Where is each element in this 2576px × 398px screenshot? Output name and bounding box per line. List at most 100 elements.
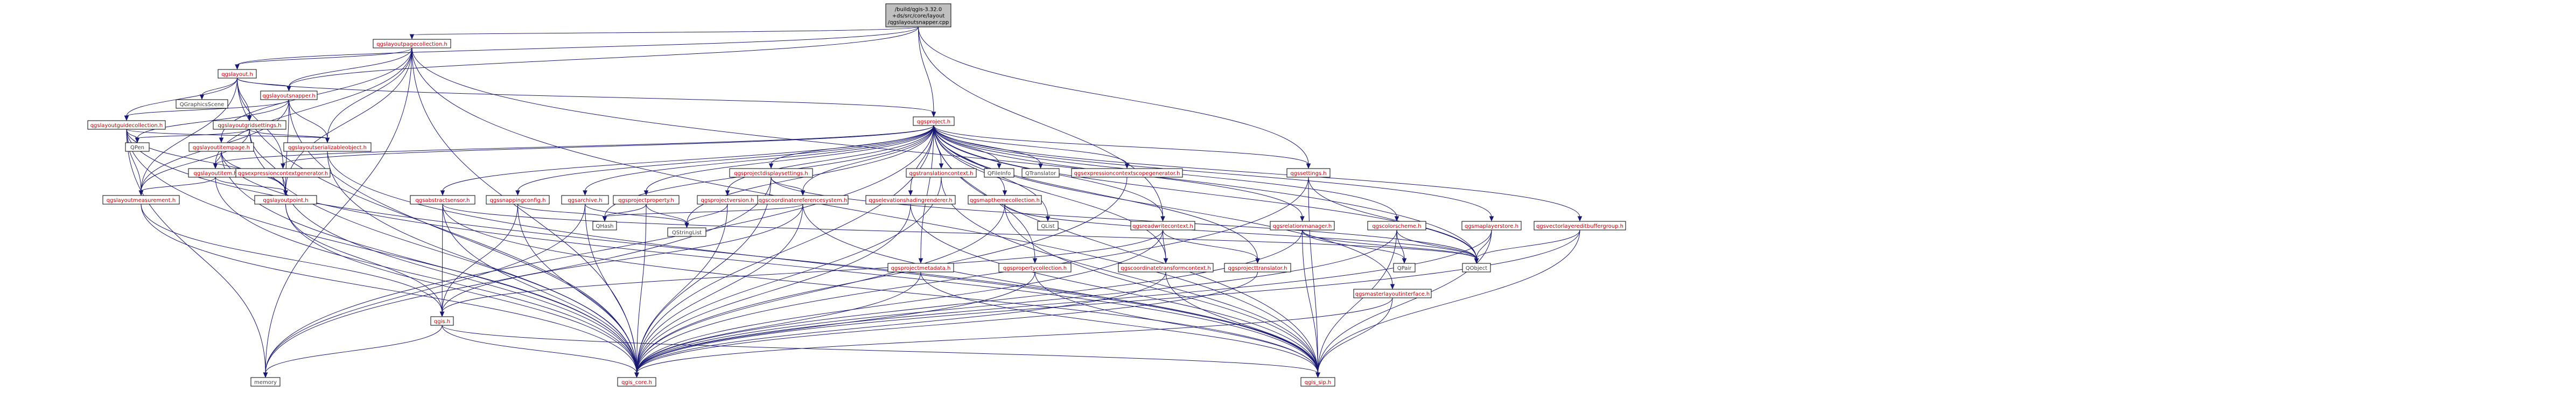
node-box [561, 195, 609, 205]
node-layoutpoint[interactable]: qgslayoutpoint.h [254, 195, 317, 205]
edge-layout-to-gridsettings [237, 78, 250, 117]
node-guidecoll[interactable]: qgslayoutguidecollection.h [87, 120, 166, 130]
edge-exprctxscopegen-to-qgis_core [636, 177, 1128, 374]
node-label: qgscoordinatereferencesystem.h [759, 198, 848, 204]
node-propertycoll[interactable]: qgspropertycollection.h [998, 263, 1072, 273]
node-maplayerstore[interactable]: qgsmaplayerstore.h [1461, 221, 1522, 231]
edge-readwritectx-to-projecttranslator [1163, 229, 1258, 260]
edge-serializable-to-qgis_core [327, 151, 637, 374]
arrowhead-layoutitem-to-layoutpoint [283, 190, 288, 196]
node-colorscheme[interactable]: qgscolorscheme.h [1367, 221, 1426, 231]
node-projectmetadata[interactable]: qgsprojectmetadata.h [887, 263, 954, 273]
node-box [1286, 168, 1331, 178]
edge-projectproperty-to-qstringlist [646, 204, 687, 224]
node-box [613, 195, 680, 205]
node-layoutitem[interactable]: qgslayoutitem.h [188, 168, 243, 178]
node-abstractsensor[interactable]: qgsabstractsensor.h [410, 195, 475, 205]
edge-projecttranslator-to-qgis_core [636, 271, 1258, 374]
node-qgis[interactable]: qgis.h [430, 316, 454, 326]
node-label: QObject [1466, 266, 1488, 271]
node-box [235, 168, 331, 178]
edge-snappingconfig-to-qhash [517, 204, 605, 218]
node-label: qgslayoutitempage.h [193, 145, 250, 151]
node-box [617, 377, 656, 387]
node-projecttranslator[interactable]: qgsprojecttranslator.h [1224, 263, 1291, 273]
edge-root-to-project [918, 26, 934, 113]
edge-project-to-memory [265, 125, 934, 374]
edge-measurement-to-qgis [141, 204, 443, 313]
node-label: qgsprojecttranslator.h [1228, 266, 1287, 271]
node-elevshading[interactable]: qgselevationshadingrenderer.h [865, 195, 956, 205]
node-coordtransctx[interactable]: qgscoordinatetransformcontext.h [1118, 263, 1214, 273]
node-itempage[interactable]: qgslayoutitempage.h [188, 142, 254, 152]
node-masterlayout[interactable]: qgsmasterlayoutinterface.h [1353, 289, 1432, 298]
node-translationctx[interactable]: qgstranslationcontext.h [906, 168, 977, 178]
node-readwritectx[interactable]: qgsreadwritecontext.h [1130, 221, 1195, 231]
node-box [1462, 263, 1491, 273]
node-label: qgslayoutserializableobject.h [288, 145, 367, 151]
node-projectversion[interactable]: qgsprojectversion.h [697, 195, 758, 205]
edge-pagecoll-to-memory [265, 47, 412, 374]
node-box [254, 195, 317, 205]
arrowhead-layout-to-snapper [286, 86, 291, 92]
node-box [213, 120, 286, 130]
edge-root-to-layout [237, 26, 919, 66]
node-crs[interactable]: qgscoordinatereferencesystem.h [757, 195, 849, 205]
edge-vectorlayereditbuffer-to-qobject [1476, 229, 1580, 260]
edge-colorscheme-to-qpair [1396, 229, 1405, 260]
node-snappingconfig[interactable]: qgssnappingconfig.h [486, 195, 550, 205]
node-measurement[interactable]: qgslayoutmeasurement.h [102, 195, 180, 205]
node-box [1461, 221, 1522, 231]
edge-archive-to-qgis_core [585, 204, 637, 374]
edge-gridsettings-to-layoutpoint [249, 129, 286, 192]
node-exprctxscopegen[interactable]: qgsexpressioncontextscopegenerator.h [1071, 168, 1183, 178]
node-label: qgslayoutguidecollection.h [90, 123, 163, 129]
edge-vectorlayereditbuffer-to-qgis_sip [1318, 229, 1580, 374]
node-label: qgscoordinatetransformcontext.h [1121, 266, 1210, 271]
edge-guidecoll-to-layoutpoint [126, 129, 286, 192]
node-label: QPair [1397, 266, 1412, 271]
edge-project-to-masterlayout [933, 125, 1393, 285]
node-qgis_core[interactable]: qgis_core.h [617, 377, 656, 387]
node-vectorlayereditbuffer[interactable]: qgsvectorlayereditbuffergroup.h [1534, 221, 1626, 231]
edge-colorscheme-to-qobject [1396, 229, 1477, 260]
edge-abstractsensor-to-qobject [442, 204, 1477, 260]
arrowhead-project-to-translationctx [939, 163, 944, 169]
arrowhead-readwritectx-to-coordtransctx [1163, 258, 1168, 264]
node-label: qgsmaplayerstore.h [1465, 224, 1518, 229]
edge-elevshading-to-qgis_core [636, 204, 911, 374]
node-gridsettings[interactable]: qgslayoutgridsettings.h [213, 120, 286, 130]
node-label: qgslayoutmeasurement.h [107, 198, 176, 204]
node-label: qgslayoutgridsettings.h [218, 123, 281, 129]
node-qlist: QList [1037, 221, 1059, 231]
node-project[interactable]: qgsproject.h [913, 116, 955, 126]
node-archive[interactable]: qgsarchive.h [561, 195, 609, 205]
node-box [1534, 221, 1626, 231]
node-label: qgslayoutpagecollection.h [376, 41, 447, 47]
node-projectdisplay[interactable]: qgsprojectdisplaysettings.h [729, 168, 813, 178]
arrowhead-root-to-pagecoll [409, 34, 415, 40]
edge-project-to-exprctxscopegen [933, 125, 1128, 165]
edge-project-to-projectdisplay [771, 125, 934, 165]
node-serializable[interactable]: qgslayoutserializableobject.h [283, 142, 372, 152]
node-settings[interactable]: qgssettings.h [1286, 168, 1331, 178]
node-relationmgr[interactable]: qgsrelationmanager.h [1270, 221, 1335, 231]
arrowhead-project-to-masterlayout [1390, 284, 1395, 290]
node-snapper[interactable]: qgslayoutsnapper.h [260, 90, 318, 100]
node-layout[interactable]: qgslayout.h [218, 69, 257, 79]
edge-qgis-to-qgis_sip [442, 325, 1318, 374]
node-qgis_sip[interactable]: qgis_sip.h [1300, 377, 1335, 387]
node-projectproperty[interactable]: qgsprojectproperty.h [613, 195, 680, 205]
edge-layout-to-project [237, 78, 934, 113]
node-exprctxgen[interactable]: qgsexpressioncontextgenerator.h [235, 168, 331, 178]
node-box [102, 195, 180, 205]
node-pagecoll[interactable]: qgslayoutpagecollection.h [373, 39, 451, 48]
edge-root-to-snapper [289, 26, 919, 87]
node-mapthemecoll[interactable]: qgsmapthemecollection.h [968, 195, 1042, 205]
edge-layout-to-qgraphicsscene [201, 78, 237, 96]
node-label: qgsproject.h [917, 119, 950, 125]
edge-pagecoll-to-qobject [411, 47, 1477, 260]
node-box [885, 3, 951, 27]
edge-colorscheme-to-qgis_core [636, 229, 1397, 374]
node-box [1353, 289, 1432, 298]
